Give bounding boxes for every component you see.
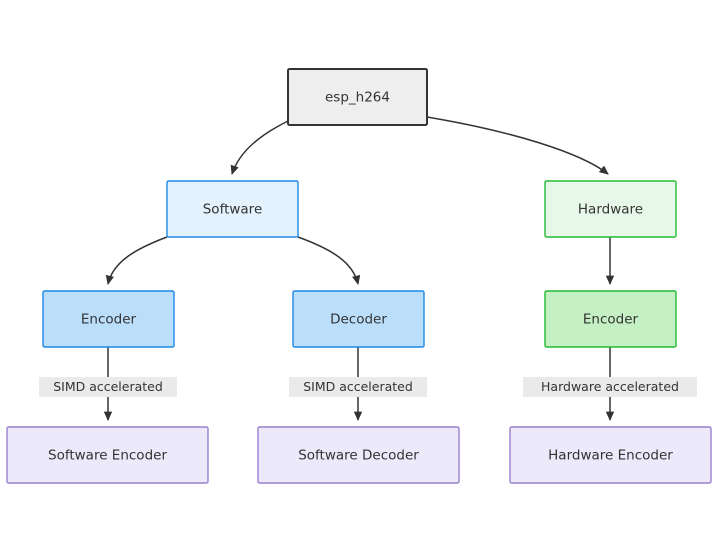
edge-label-decoder-to-software-decoder: SIMD accelerated bbox=[289, 377, 427, 397]
node-root[interactable]: esp_h264 bbox=[287, 68, 428, 126]
edge-label-bg-hwencoder-to-hardware-encoder bbox=[523, 377, 697, 397]
node-box-sw-encoder[interactable] bbox=[42, 290, 175, 348]
node-software-encoder[interactable]: Software Encoder bbox=[6, 426, 209, 484]
node-label-software-decoder: Software Decoder bbox=[298, 448, 419, 464]
edge-software-to-encoder bbox=[105, 236, 168, 286]
node-label-hardware: Hardware bbox=[578, 202, 643, 218]
node-box-software-encoder[interactable] bbox=[6, 426, 209, 484]
edge-label-encoder-to-software-encoder: SIMD accelerated bbox=[39, 377, 177, 397]
node-box-hw-encoder[interactable] bbox=[544, 290, 677, 348]
edge-label-bg-encoder-to-software-encoder bbox=[39, 377, 177, 397]
edges-layer bbox=[103, 116, 615, 422]
node-box-hardware[interactable] bbox=[544, 180, 677, 238]
node-hardware-encoder[interactable]: Hardware Encoder bbox=[509, 426, 712, 484]
node-hardware[interactable]: Hardware bbox=[544, 180, 677, 238]
node-box-software[interactable] bbox=[166, 180, 299, 238]
edge-root-to-software bbox=[230, 120, 289, 175]
edge-label-text-encoder-to-software-encoder: SIMD accelerated bbox=[53, 379, 163, 394]
edge-root-to-hardware bbox=[426, 116, 609, 175]
node-label-software-encoder: Software Encoder bbox=[48, 448, 167, 464]
edge-label-bg-decoder-to-software-decoder bbox=[289, 377, 427, 397]
edge-label-hwencoder-to-hardware-encoder: Hardware accelerated bbox=[523, 377, 697, 397]
node-label-sw-encoder: Encoder bbox=[81, 312, 137, 328]
node-label-hardware-encoder: Hardware Encoder bbox=[548, 448, 673, 464]
node-label-sw-decoder: Decoder bbox=[330, 312, 387, 328]
edge-label-text-decoder-to-software-decoder: SIMD accelerated bbox=[303, 379, 413, 394]
node-sw-encoder[interactable]: Encoder bbox=[42, 290, 175, 348]
node-software[interactable]: Software bbox=[166, 180, 299, 238]
node-box-software-decoder[interactable] bbox=[257, 426, 460, 484]
node-sw-decoder[interactable]: Decoder bbox=[292, 290, 425, 348]
node-box-hardware-encoder[interactable] bbox=[509, 426, 712, 484]
node-software-decoder[interactable]: Software Decoder bbox=[257, 426, 460, 484]
edge-labels-layer: SIMD accelerated SIMD accelerated Hardware… bbox=[39, 377, 697, 397]
node-label-hw-encoder: Encoder bbox=[583, 312, 639, 328]
edge-software-to-decoder bbox=[297, 236, 361, 286]
edge-label-text-hwencoder-to-hardware-encoder: Hardware accelerated bbox=[541, 379, 679, 394]
node-label-root: esp_h264 bbox=[325, 90, 390, 106]
node-box-root[interactable] bbox=[287, 68, 428, 126]
node-hw-encoder[interactable]: Encoder bbox=[544, 290, 677, 348]
node-label-software: Software bbox=[203, 202, 263, 218]
node-box-sw-decoder[interactable] bbox=[292, 290, 425, 348]
